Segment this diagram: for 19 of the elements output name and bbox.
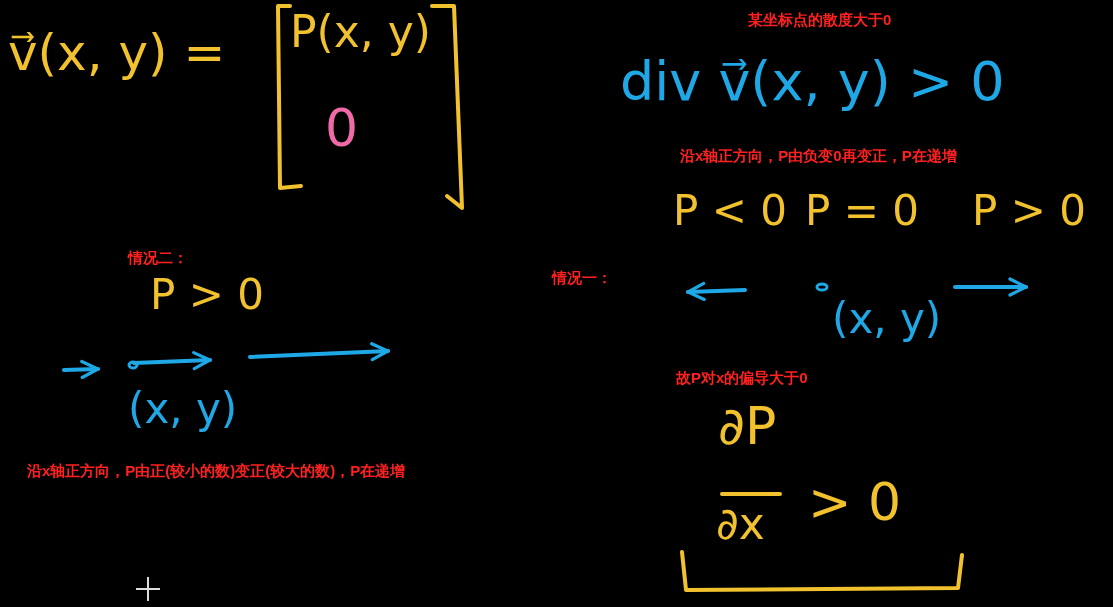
case-label: 情况二：	[128, 250, 188, 267]
annotation-text: 故P对x的偏导大于0	[676, 370, 808, 387]
formula-text: v⃗(x, y) =	[8, 26, 226, 81]
formula-text: P < 0	[673, 188, 787, 235]
point-label: (x, y)	[128, 386, 238, 433]
formula-text: ∂x	[716, 500, 765, 549]
formula-text: P = 0	[805, 188, 919, 235]
annotation-text: 某坐标点的散度大于0	[748, 12, 892, 29]
formula-text: P > 0	[150, 272, 264, 319]
formula-text: div v⃗(x, y) > 0	[620, 52, 1005, 112]
case-label: 情况一：	[552, 270, 612, 287]
point-label: (x, y)	[832, 296, 942, 343]
matrix-entry: 0	[325, 100, 359, 158]
annotation-text: 沿x轴正方向，P由负变0再变正，P在递增	[680, 148, 957, 165]
annotation-text: 沿x轴正方向，P由正(较小的数)变正(较大的数)，P在递增	[27, 463, 406, 480]
formula-text: P > 0	[972, 188, 1086, 235]
formula-text: ∂P	[718, 398, 777, 456]
matrix-entry: P(x, y)	[290, 8, 431, 57]
formula-text: > 0	[808, 474, 902, 532]
